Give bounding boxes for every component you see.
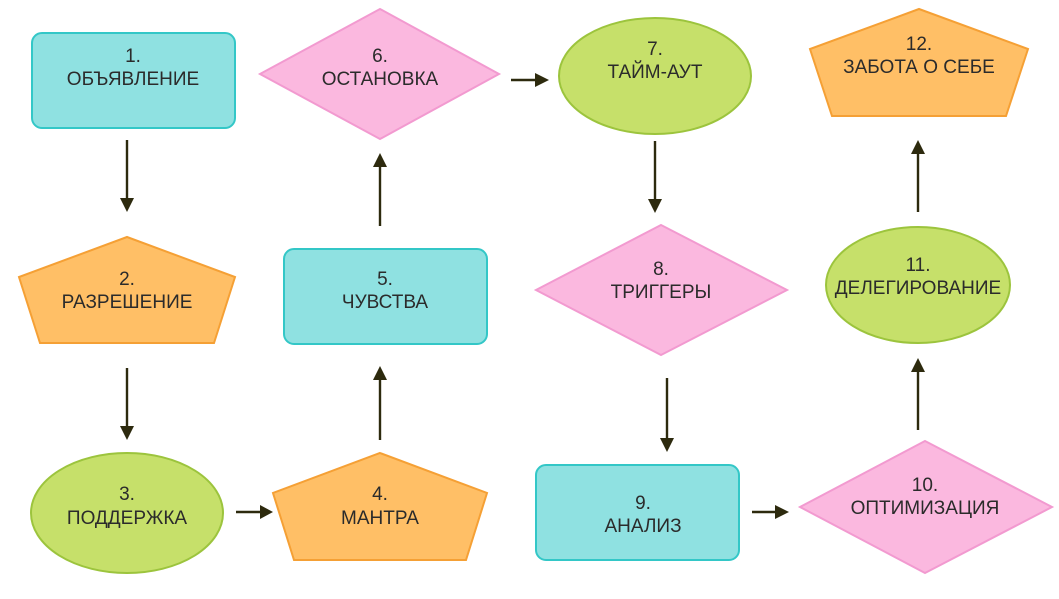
step-4-number: 4.: [372, 484, 388, 505]
arrow-8-to-9: [660, 378, 674, 452]
arrow-head-up-icon: [911, 140, 925, 154]
step-7-shape: [558, 17, 752, 135]
step-9: 9. АНАЛИЗ: [535, 464, 740, 561]
step-2-label: РАЗРЕШЕНИЕ: [62, 292, 193, 313]
step-6: 6. ОСТАНОВКА: [257, 7, 502, 141]
step-4: 4. МАНТРА: [271, 451, 489, 561]
arrow-head-down-icon: [120, 426, 134, 440]
step-12-number: 12.: [906, 34, 932, 55]
step-9-number: 9.: [635, 493, 651, 514]
step-11-shape: [825, 226, 1011, 344]
step-11-label: ДЕЛЕГИРОВАНИЕ: [835, 278, 1001, 299]
arrow-4-to-5: [373, 366, 387, 440]
step-7: 7. ТАЙМ-АУТ: [558, 17, 752, 135]
arrow-head-up-icon: [373, 153, 387, 167]
step-10-label: ОПТИМИЗАЦИЯ: [851, 498, 1000, 519]
arrow-head-down-icon: [120, 198, 134, 212]
step-9-label: АНАЛИЗ: [604, 516, 681, 537]
step-4-label: МАНТРА: [341, 508, 419, 529]
arrow-7-to-8: [648, 141, 662, 213]
arrow-3-to-4: [236, 505, 273, 519]
step-10-number: 10.: [912, 475, 938, 496]
step-11-number: 11.: [905, 255, 930, 276]
arrow-6-to-7: [511, 73, 549, 87]
step-6-label: ОСТАНОВКА: [322, 69, 439, 90]
step-12: 12. ЗАБОТА О СЕБЕ: [808, 7, 1030, 117]
step-10: 10. ОПТИМИЗАЦИЯ: [797, 439, 1055, 575]
step-2-shape: [17, 235, 237, 344]
step-7-label: ТАЙМ-АУТ: [608, 61, 703, 83]
step-8-label: ТРИГГЕРЫ: [611, 282, 712, 303]
step-3-number: 3.: [119, 484, 135, 505]
step-8-number: 8.: [653, 259, 669, 280]
arrow-head-right-icon: [535, 73, 549, 87]
step-8: 8. ТРИГГЕРЫ: [533, 223, 790, 357]
step-12-label: ЗАБОТА О СЕБЕ: [843, 57, 995, 78]
step-3-shape: [30, 452, 224, 574]
step-1-shape: [31, 32, 236, 129]
step-12-shape: [808, 7, 1030, 117]
step-1-label: ОБЪЯВЛЕНИЕ: [67, 69, 199, 90]
step-3: 3. ПОДДЕРЖКА: [30, 452, 224, 574]
arrow-11-to-12: [911, 140, 925, 212]
step-5-number: 5.: [377, 269, 393, 290]
arrow-head-down-icon: [648, 199, 662, 213]
step-5: 5. ЧУВСТВА: [283, 248, 488, 345]
arrow-9-to-10: [752, 505, 789, 519]
step-8-shape: [533, 223, 790, 357]
step-10-shape: [797, 439, 1055, 575]
step-1: 1. ОБЪЯВЛЕНИЕ: [31, 32, 236, 129]
arrow-head-down-icon: [660, 438, 674, 452]
step-2: 2. РАЗРЕШЕНИЕ: [17, 235, 237, 344]
arrow-head-up-icon: [373, 366, 387, 380]
step-2-number: 2.: [119, 269, 135, 290]
step-1-number: 1.: [125, 46, 141, 67]
arrow-2-to-3: [120, 368, 134, 440]
step-6-number: 6.: [372, 46, 388, 67]
step-4-shape: [271, 451, 489, 561]
step-6-shape: [257, 7, 502, 141]
step-5-shape: [283, 248, 488, 345]
arrow-5-to-6: [373, 153, 387, 226]
arrow-head-up-icon: [911, 358, 925, 372]
step-11: 11. ДЕЛЕГИРОВАНИЕ: [825, 226, 1011, 344]
step-3-label: ПОДДЕРЖКА: [67, 508, 187, 529]
arrow-head-right-icon: [260, 505, 273, 519]
step-9-shape: [535, 464, 740, 561]
arrow-head-right-icon: [775, 505, 789, 519]
step-5-label: ЧУВСТВА: [342, 292, 429, 313]
step-7-number: 7.: [647, 39, 663, 60]
arrow-1-to-2: [120, 140, 134, 212]
arrow-10-to-11: [911, 358, 925, 430]
